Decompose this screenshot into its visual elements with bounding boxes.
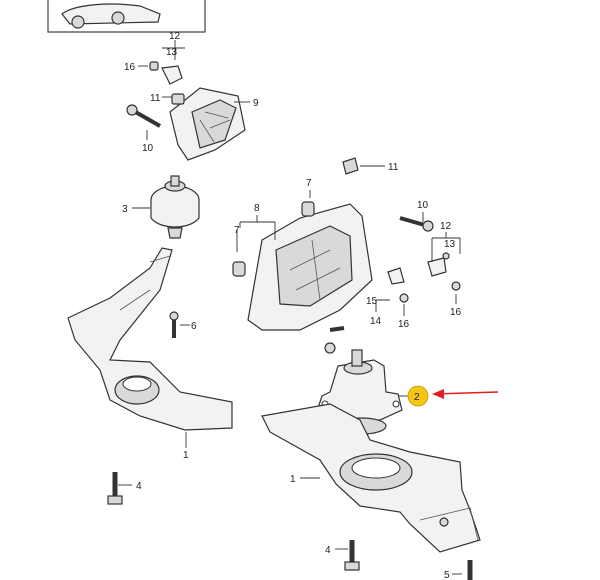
label-13-right: 13: [444, 239, 456, 250]
label-11-left: 11: [150, 93, 161, 104]
bolt-4-right: [344, 540, 360, 571]
label-14: 14: [370, 316, 382, 327]
bolt-10-left: [126, 104, 161, 128]
label-16-right: 16: [450, 307, 462, 318]
engine-mount-left: [150, 175, 200, 239]
bolt-bracket-right: [324, 326, 345, 354]
label-2: 2: [414, 392, 420, 403]
highlight-circle: [407, 385, 429, 407]
label-4-right: 4: [325, 545, 331, 556]
label-16-mid: 16: [398, 319, 410, 330]
label-12-right: 12: [440, 221, 452, 232]
label-12-top: 12: [169, 31, 181, 42]
label-6: 6: [191, 321, 197, 332]
label-7-left: 7: [234, 225, 240, 236]
small-bracket-top: [149, 61, 183, 85]
label-5: 5: [444, 570, 450, 580]
label-10-right: 10: [417, 200, 429, 211]
label-4-left: 4: [136, 481, 142, 492]
leader-lines: [118, 40, 462, 575]
label-3: 3: [122, 204, 128, 215]
label-11-right: 11: [388, 162, 399, 173]
label-13-top: 13: [166, 47, 178, 58]
label-16-top: 16: [124, 62, 136, 73]
label-9: 9: [253, 98, 259, 109]
label-1-right: 1: [290, 474, 296, 485]
label-7-top: 7: [306, 178, 312, 189]
label-10-left: 10: [142, 143, 154, 154]
engine-bracket-right: [232, 201, 373, 331]
label-8: 8: [254, 203, 260, 214]
subframe-right: [261, 403, 481, 553]
bolt-10-right: [399, 216, 434, 232]
nut-11-right: [342, 157, 359, 175]
callout-labels: 12 13 16 11 9 10 3 6 1 4 11 7 10 8 7 12 …: [122, 31, 462, 580]
bolt-6: [169, 311, 179, 338]
vehicle-thumbnail: [47, 0, 206, 33]
subframe-left: [67, 247, 233, 431]
highlight-arrow: [432, 389, 499, 399]
label-15: 15: [366, 296, 378, 307]
engine-bracket-left: [169, 87, 246, 161]
bolt-4-left: [107, 472, 123, 505]
label-1-left: 1: [183, 450, 189, 461]
small-bracket-right: [387, 252, 461, 303]
